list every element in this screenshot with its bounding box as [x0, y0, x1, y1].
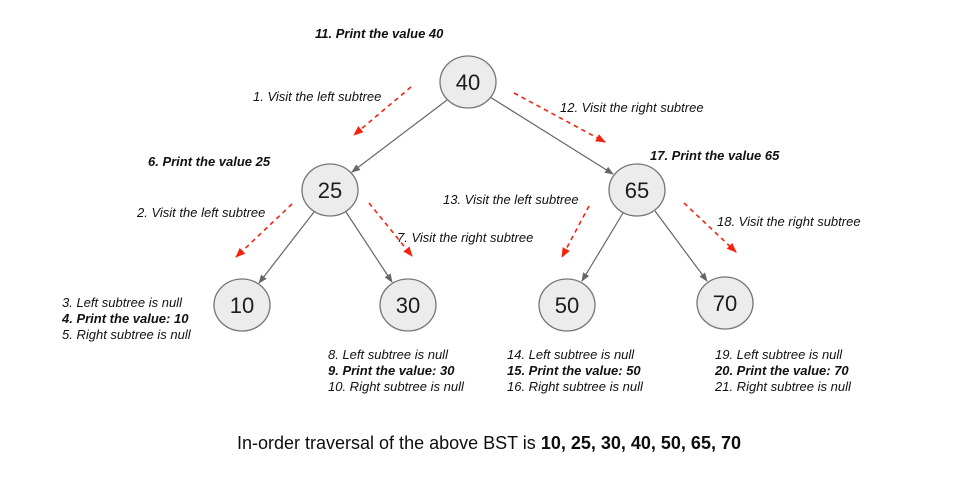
note-line-print: 20. Print the value: 70	[715, 363, 849, 378]
step-label-2: 2. Visit the left subtree	[137, 205, 266, 220]
step-label-13: 13. Visit the left subtree	[443, 192, 579, 207]
leaf-notes-node-10: 3. Left subtree is null 4. Print the val…	[62, 295, 191, 343]
traversal-arrow-step-13	[561, 205, 590, 258]
traversal-caption: In-order traversal of the above BST is 1…	[0, 433, 960, 454]
caption-sequence: 10, 25, 30, 40, 50, 65, 70	[540, 433, 741, 453]
step-label-6: 6. Print the value 25	[148, 154, 271, 169]
traversal-arrow-step-1	[353, 86, 412, 136]
note-line: 5. Right subtree is null	[62, 327, 191, 342]
node-value: 50	[555, 293, 579, 318]
tree-node-30: 30	[379, 278, 437, 332]
note-line-print: 4. Print the value: 10	[62, 311, 189, 326]
tree-node-25: 25	[301, 163, 359, 217]
leaf-notes-node-70: 19. Left subtree is null 20. Print the v…	[715, 347, 851, 395]
note-line: 19. Left subtree is null	[715, 347, 843, 362]
step-label-7: 7. Visit the right subtree	[397, 230, 534, 245]
node-value: 30	[396, 293, 420, 318]
node-value: 70	[713, 291, 737, 316]
node-value: 40	[456, 70, 480, 95]
tree-node-70: 70	[696, 276, 754, 330]
edge-40-to-25	[351, 99, 448, 173]
note-line: 10. Right subtree is null	[328, 379, 464, 394]
step-label-18: 18. Visit the right subtree	[717, 214, 861, 229]
note-line-print: 15. Print the value: 50	[507, 363, 641, 378]
note-line: 3. Left subtree is null	[62, 295, 182, 310]
tree-node-40: 40	[439, 55, 497, 109]
node-value: 25	[318, 178, 342, 203]
step-label-12: 12. Visit the right subtree	[560, 100, 704, 115]
node-value: 10	[230, 293, 254, 318]
traversal-arrow-step-7	[368, 202, 413, 257]
edge-65-to-70	[654, 210, 708, 282]
edge-25-to-10	[258, 211, 315, 284]
traversal-arrow-step-2	[235, 203, 293, 258]
leaf-notes-node-50: 14. Left subtree is null 15. Print the v…	[507, 347, 643, 395]
edge-25-to-30	[345, 211, 393, 283]
note-line: 16. Right subtree is null	[507, 379, 643, 394]
node-value: 65	[625, 178, 649, 203]
note-line-print: 9. Print the value: 30	[328, 363, 455, 378]
note-line: 21. Right subtree is null	[715, 379, 851, 394]
edge-65-to-50	[581, 212, 624, 282]
tree-node-50: 50	[538, 278, 596, 332]
step-label-11: 11. Print the value 40	[315, 26, 444, 41]
leaf-notes-node-30: 8. Left subtree is null 9. Print the val…	[328, 347, 464, 395]
tree-node-65: 65	[608, 163, 666, 217]
note-line: 14. Left subtree is null	[507, 347, 635, 362]
tree-node-10: 10	[213, 278, 271, 332]
step-label-1: 1. Visit the left subtree	[253, 89, 382, 104]
note-line: 8. Left subtree is null	[328, 347, 448, 362]
edge-40-to-65	[489, 96, 614, 175]
step-label-17: 17. Print the value 65	[650, 148, 780, 163]
traversal-arrow-step-12	[513, 92, 606, 143]
traversal-arrow-step-18	[683, 202, 737, 253]
caption-prefix: In-order traversal of the above BST is	[237, 433, 541, 453]
